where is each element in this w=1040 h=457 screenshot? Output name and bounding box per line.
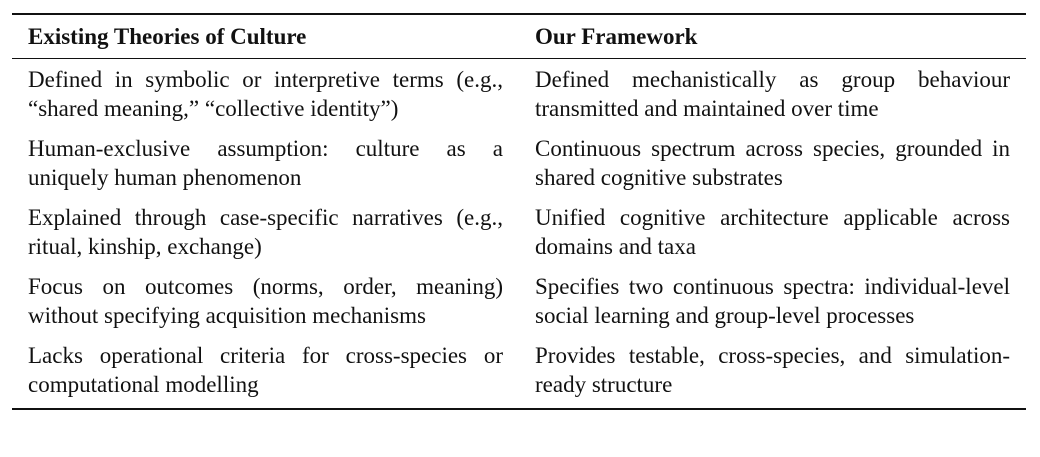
header-our-framework: Our Framework bbox=[535, 24, 698, 49]
table-row: Focus on outcomes (norms, order, meaning… bbox=[12, 268, 1026, 337]
cell-existing: Defined in symbolic or interpretive term… bbox=[28, 67, 503, 121]
table-row: Defined in symbolic or interpretive term… bbox=[12, 59, 1026, 131]
table-row: Lacks operational criteria for cross-spe… bbox=[12, 337, 1026, 409]
cell-framework: Defined mechanistically as group behavio… bbox=[535, 67, 1010, 121]
header-existing-theories: Existing Theories of Culture bbox=[28, 24, 307, 49]
cell-existing: Lacks operational criteria for cross-spe… bbox=[28, 343, 503, 397]
table-row: Human-exclusive assumption: culture as a… bbox=[12, 130, 1026, 199]
cell-existing: Human-exclusive assumption: culture as a… bbox=[28, 136, 503, 190]
cell-existing: Explained through case-specific narrativ… bbox=[28, 205, 503, 259]
cell-framework: Continuous spectrum across species, grou… bbox=[535, 136, 1010, 190]
table-header-row: Existing Theories of Culture Our Framewo… bbox=[12, 14, 1026, 59]
cell-existing: Focus on outcomes (norms, order, meaning… bbox=[28, 274, 503, 328]
comparison-table: Existing Theories of Culture Our Framewo… bbox=[12, 13, 1026, 410]
cell-framework: Provides testable, cross-species, and si… bbox=[535, 343, 1010, 397]
cell-framework: Specifies two continuous spectra: indivi… bbox=[535, 274, 1010, 328]
comparison-table-container: Existing Theories of Culture Our Framewo… bbox=[12, 13, 1026, 410]
cell-framework: Unified cognitive architecture applicabl… bbox=[535, 205, 1010, 259]
table-row: Explained through case-specific narrativ… bbox=[12, 199, 1026, 268]
